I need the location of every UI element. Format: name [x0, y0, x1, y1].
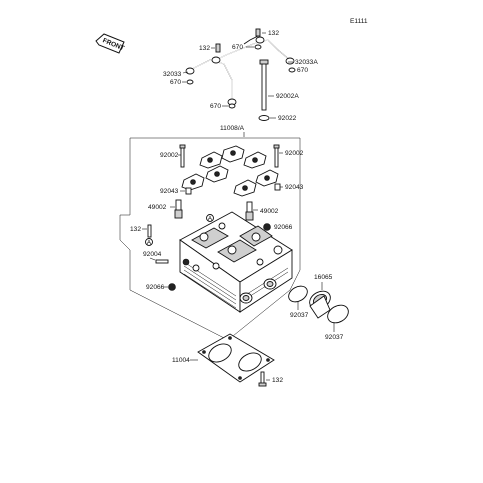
label-92002a: 92002A [276, 93, 299, 100]
label-92066-right: 92066 [274, 224, 293, 231]
studs-49002: 49002 49002 [148, 199, 279, 221]
head-gasket: 11004 [172, 333, 275, 383]
label-92037-a: 92037 [290, 312, 309, 319]
label-32033: 32033 [163, 71, 182, 78]
label-11008a: 11008/A [220, 125, 245, 132]
label-670-c: 670 [170, 79, 181, 86]
label-49002-right: 49002 [260, 208, 279, 215]
rocker-arms [181, 145, 279, 197]
label-132-left: 132 [130, 226, 141, 233]
label-92002-right: 92002 [285, 150, 304, 157]
label-92002-left: 92002 [160, 152, 179, 159]
bolts-92002: 92002 92002 [160, 144, 304, 168]
assembly-outline [119, 137, 301, 341]
label-670-a: 670 [232, 44, 243, 51]
front-arrow-icon: FRONT [95, 33, 125, 54]
label-11004: 11004 [172, 357, 190, 364]
label-32033a: 32033A [295, 59, 318, 66]
label-132-top-right: 132 [268, 30, 279, 37]
label-92066-left: 92066 [146, 284, 165, 291]
label-92004: 92004 [143, 251, 162, 258]
diagram-code: E1111 [350, 18, 368, 25]
cylinder-head [179, 211, 293, 313]
marker-a-2: A [147, 240, 152, 247]
label-16065: 16065 [314, 274, 333, 281]
oil-pipe-assembly: 132 132 670 670 670 670 32033 3 [163, 28, 318, 122]
marker-a-1: A [208, 216, 213, 223]
label-49002-left: 49002 [148, 204, 167, 211]
label-670-d: 670 [210, 103, 221, 110]
label-670-b: 670 [297, 67, 308, 74]
label-92043-right: 92043 [285, 184, 304, 191]
label-132-bottom: 132 [272, 377, 283, 384]
label-92043-left: 92043 [160, 188, 179, 195]
intake-holders: 92037 16065 92037 [288, 274, 349, 341]
label-92037-b: 92037 [325, 334, 344, 341]
label-132-top-left: 132 [199, 45, 210, 52]
label-92022: 92022 [278, 115, 297, 122]
